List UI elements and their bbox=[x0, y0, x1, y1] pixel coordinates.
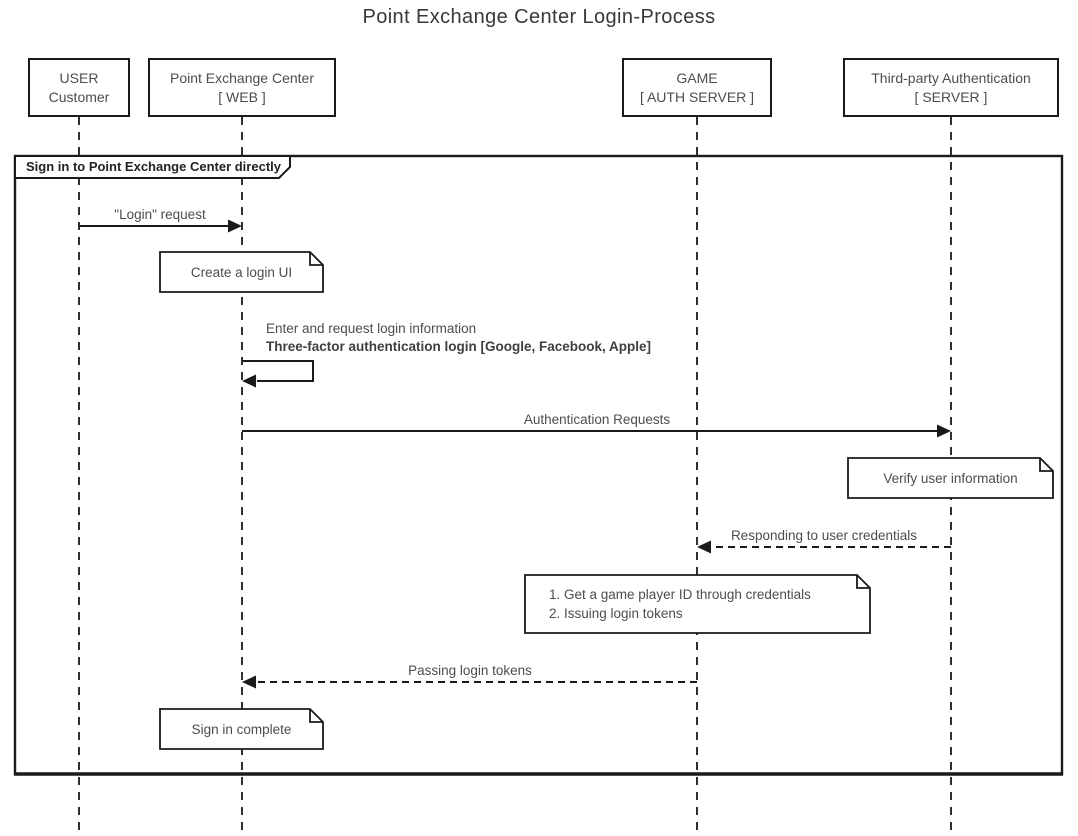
note-sign-in-complete-fold bbox=[309, 709, 323, 723]
participant-web-line2: [ WEB ] bbox=[218, 88, 266, 105]
participant-auth-line1: Third-party Authentication bbox=[871, 69, 1031, 86]
note-verify-user-text: Verify user information bbox=[883, 470, 1018, 486]
group-frame-label: Sign in to Point Exchange Center directl… bbox=[26, 159, 281, 174]
note-sign-in-complete: Sign in complete bbox=[160, 709, 323, 749]
note-create-login-ui: Create a login UI bbox=[160, 252, 323, 292]
note-verify-user: Verify user information bbox=[848, 458, 1053, 498]
note-game-tokens-line1: 1. Get a game player ID through credenti… bbox=[549, 587, 811, 602]
note-game-tokens-line2: 2. Issuing login tokens bbox=[549, 606, 683, 621]
participant-user-line2: Customer bbox=[48, 88, 110, 105]
message-passing-tokens-label: Passing login tokens bbox=[408, 663, 532, 678]
note-verify-user-fold bbox=[1039, 458, 1053, 472]
participant-auth-line2: [ SERVER ] bbox=[914, 88, 988, 105]
note-create-login-ui-shape bbox=[159, 251, 324, 293]
note-create-login-ui-fold bbox=[309, 252, 323, 266]
arrow-passing-tokens bbox=[242, 675, 697, 689]
message-login-request-label: "Login" request bbox=[114, 207, 206, 222]
note-sign-in-complete-text: Sign in complete bbox=[191, 721, 292, 737]
group-frame-label-pentagon bbox=[14, 155, 291, 179]
note-game-tokens-shape bbox=[524, 574, 871, 634]
message-authentication-requests-label: Authentication Requests bbox=[523, 412, 671, 427]
diagram-title: Point Exchange Center Login-Process bbox=[362, 6, 716, 28]
note-sign-in-complete-shape bbox=[159, 708, 324, 750]
participant-user-line1: USER bbox=[59, 69, 99, 86]
participant-game: GAME [ AUTH SERVER ] bbox=[622, 58, 772, 117]
participant-web: Point Exchange Center [ WEB ] bbox=[148, 58, 336, 117]
participant-user: USER Customer bbox=[28, 58, 130, 117]
arrow-responding-credentials bbox=[697, 540, 951, 554]
note-game-tokens: 1. Get a game player ID through credenti… bbox=[525, 575, 870, 633]
message-self-login-info-line2: Three-factor authentication login [Googl… bbox=[266, 338, 652, 354]
participant-game-line1: GAME bbox=[676, 69, 718, 86]
arrow-authentication-requests bbox=[242, 424, 951, 438]
note-verify-user-shape bbox=[847, 457, 1054, 499]
note-create-login-ui-text: Create a login UI bbox=[190, 264, 293, 280]
arrow-self-login-info bbox=[242, 360, 314, 388]
message-responding-credentials-label: Responding to user credentials bbox=[730, 528, 918, 543]
participant-game-line2: [ AUTH SERVER ] bbox=[639, 88, 755, 105]
message-self-login-info-line1: Enter and request login information bbox=[266, 321, 477, 336]
message-self-login-info-label: Enter and request login information Thre… bbox=[266, 320, 651, 355]
participant-auth: Third-party Authentication [ SERVER ] bbox=[843, 58, 1059, 117]
group-frame bbox=[13, 154, 1064, 776]
participant-web-line1: Point Exchange Center bbox=[170, 69, 314, 86]
arrow-login-request bbox=[79, 219, 242, 233]
note-game-tokens-fold bbox=[856, 575, 870, 589]
